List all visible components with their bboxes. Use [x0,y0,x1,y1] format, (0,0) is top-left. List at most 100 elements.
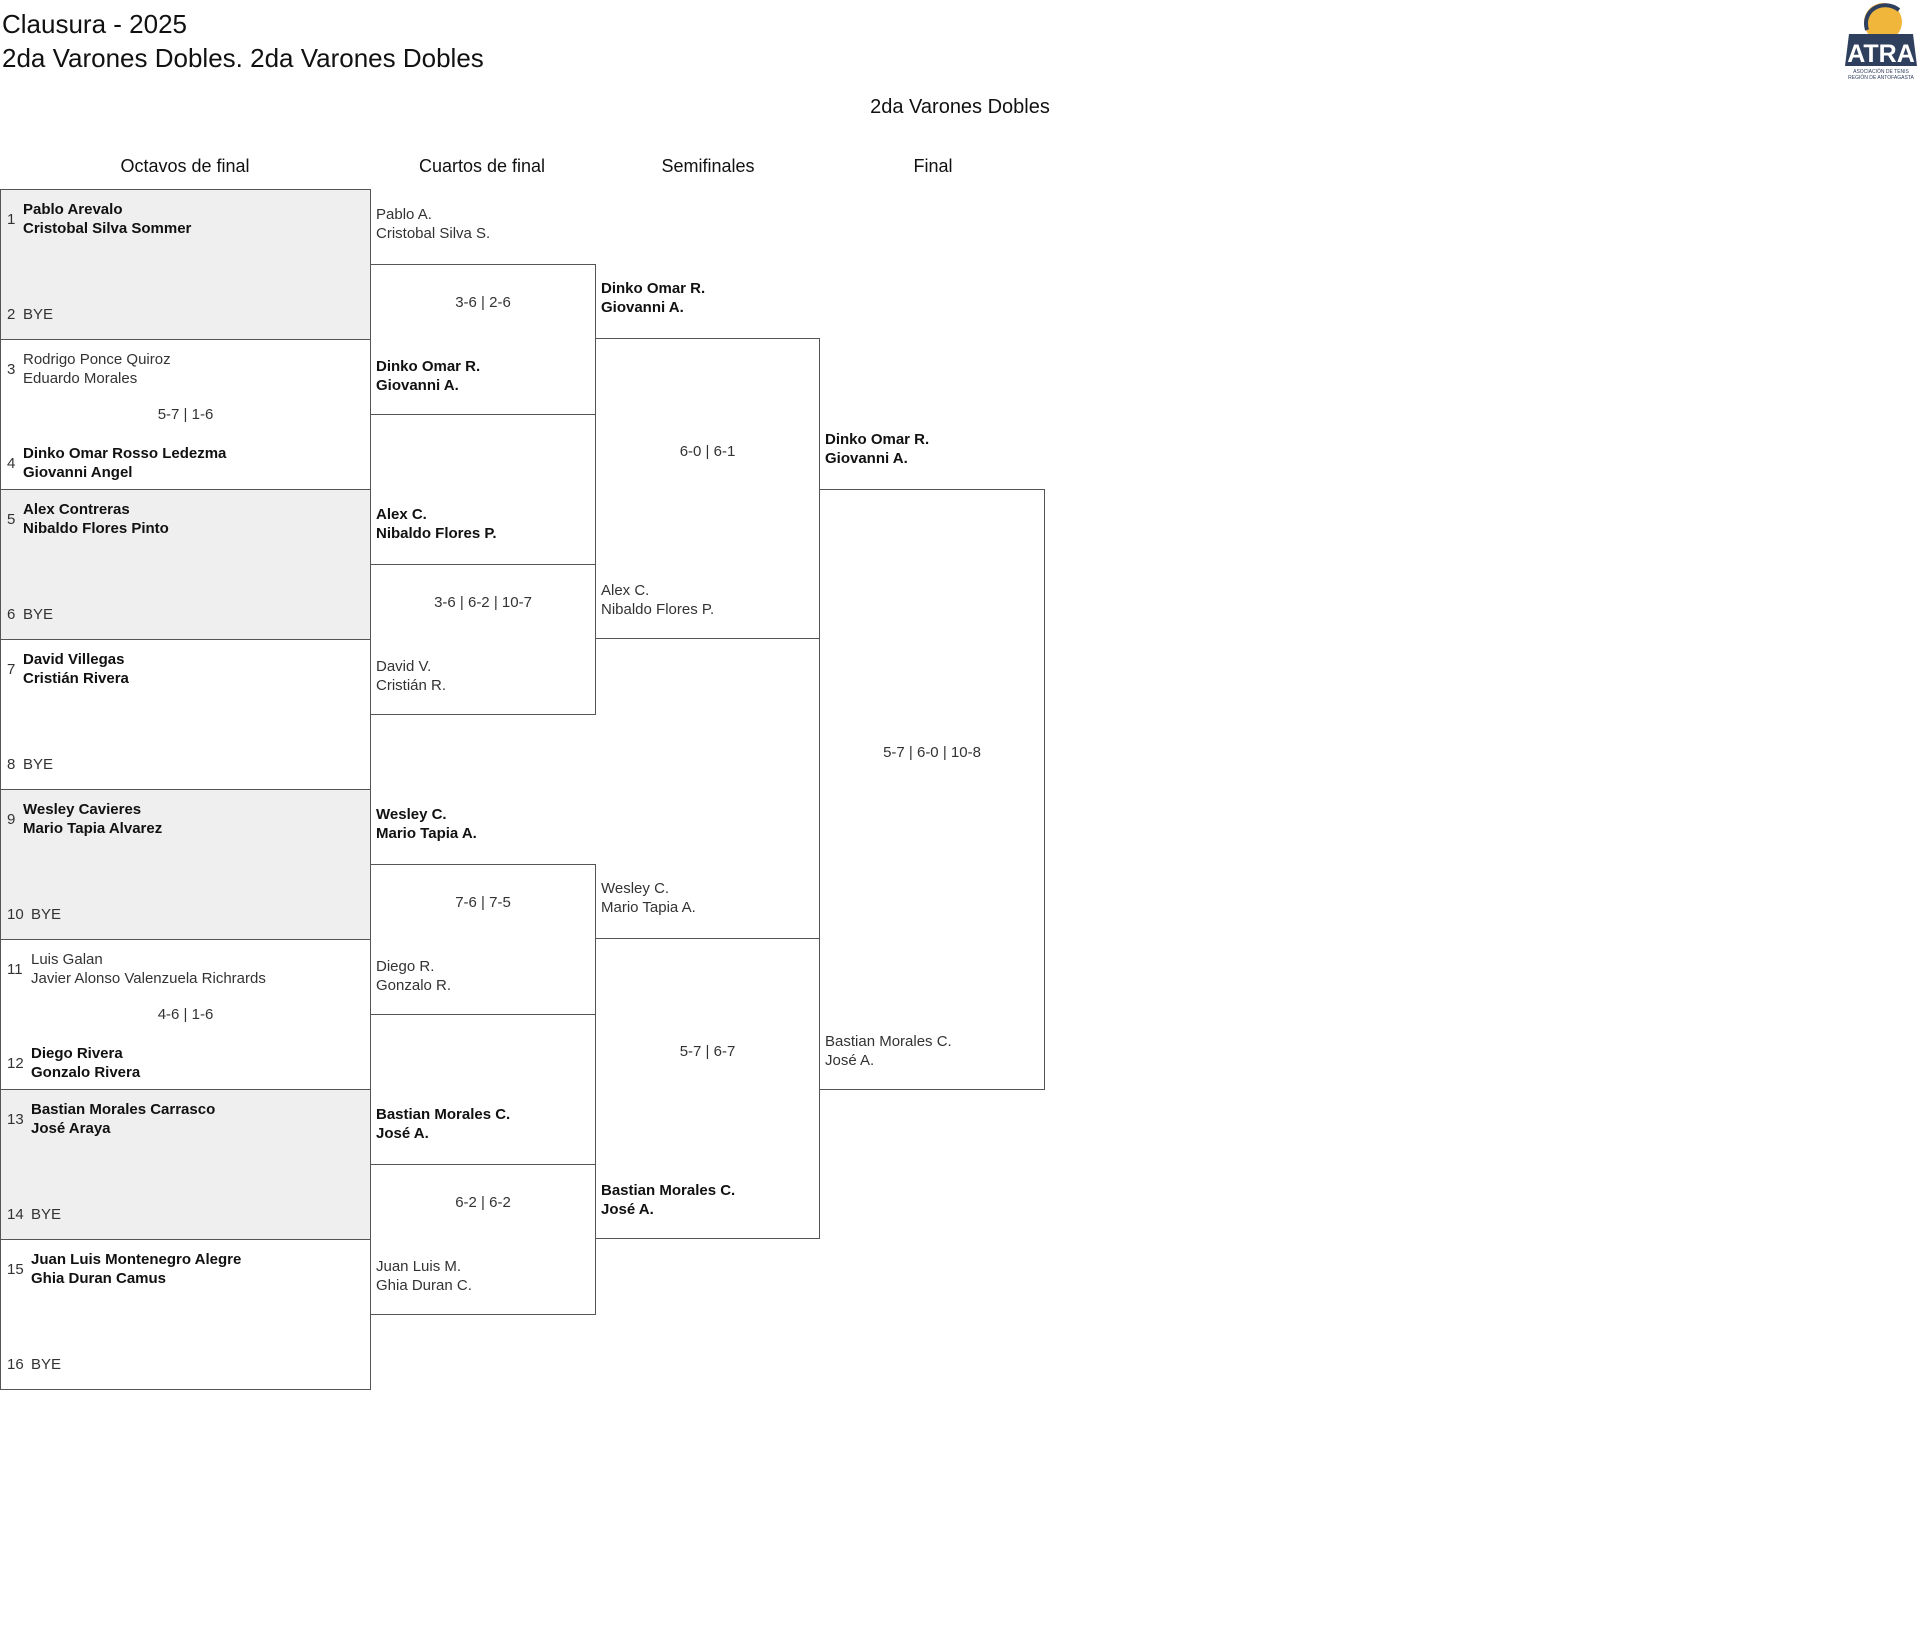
player-name: Diego Rivera [31,1045,123,1062]
player-name: Dinko Omar R. [601,280,706,297]
player-name: Bastian Morales C. [376,1106,511,1123]
team-entry[interactable]: BYE [23,605,53,624]
player-name: José Araya [31,1120,111,1137]
player-name: Giovanni A. [601,299,684,316]
seed-number: 15 [7,1261,24,1278]
team-entry[interactable]: Pablo A. Cristobal Silva S. [376,205,490,243]
player-name: Mario Tapia Alvarez [23,820,163,837]
player-name: Pablo A. [376,206,432,223]
team-entry[interactable]: Bastian Morales C. José A. [376,1105,510,1143]
seed-number: 11 [7,961,23,978]
seed-number: 14 [7,1206,24,1223]
team-entry[interactable]: Bastian Morales C. José A. [601,1181,735,1219]
player-name: Mario Tapia A. [601,899,696,916]
player-name: Diego R. [376,958,435,975]
team-entry[interactable]: BYE [23,755,53,774]
seed-number: 6 [7,606,16,623]
team-entry[interactable]: David V.Cristián R. [376,657,446,695]
match-score: 4-6 | 1-6 [157,1006,214,1023]
team-entry[interactable]: Juan Luis M.Ghia Duran C. [376,1257,472,1295]
tournament-title: Clausura - 2025 [2,9,187,39]
cuartos-match: 6-2 | 6-2 [370,1164,596,1315]
seed-number: 5 [7,511,16,528]
svg-text:REGIÓN DE ANTOFAGASTA: REGIÓN DE ANTOFAGASTA [1848,74,1914,81]
match-score: 6-0 | 6-1 [679,443,736,460]
cuartos-match: 3-6 | 6-2 | 10-7 [370,564,596,715]
player-name: Gonzalo R. [376,977,452,994]
player-name: Alex C. [376,506,427,523]
seed-number: 4 [7,455,16,472]
team-entry[interactable]: Dinko Omar R.Giovanni A. [376,357,480,395]
team-entry[interactable]: BYE [31,905,61,924]
team-entry[interactable]: BYE [31,1355,61,1374]
seed-number: 12 [7,1055,24,1072]
team-entry[interactable]: Dinko Omar R.Giovanni A. [825,430,929,468]
player-name: Mario Tapia A. [376,825,477,842]
player-name: Giovanni Angel [23,464,133,481]
round-header-cuartos: Cuartos de final [418,156,546,176]
team-entry[interactable]: Bastian Morales C. José A. [825,1032,952,1070]
player-name: BYE [31,1356,62,1373]
player-name: Luis Galan [31,951,103,968]
player-name: José A. [825,1052,875,1069]
player-name: BYE [23,756,54,773]
seed-number: 13 [7,1111,24,1128]
player-name: Nibaldo Flores Pinto [23,520,169,537]
player-name: Bastian Morales C. [825,1033,952,1050]
final-match: 5-7 | 6-0 | 10-8 [819,489,1045,1090]
round-header-final: Final [913,156,953,176]
player-name: Dinko Omar R. [825,431,930,448]
atra-logo: ATRA ASOCIACIÓN DE TENIS REGIÓN DE ANTOF… [1845,3,1917,81]
player-name: Wesley C. [601,880,670,897]
player-name: BYE [31,1206,62,1223]
player-name: Bastian Morales Carrasco [31,1101,216,1118]
semis-match: 6-0 | 6-1 [595,338,820,639]
player-name: Giovanni A. [376,377,459,394]
team-entry[interactable]: Wesley C. Mario Tapia A. [601,879,696,917]
seed-number: 2 [7,306,16,323]
match-score: 3-6 | 6-2 | 10-7 [434,594,532,611]
team-entry[interactable]: Dinko Omar R. Giovanni A. [601,279,705,317]
team-entry[interactable]: Alex C.Nibaldo Flores P. [376,505,497,543]
team-entry[interactable]: Diego R. Gonzalo R. [376,957,451,995]
player-name: Javier Alonso Valenzuela Richrards [31,970,266,987]
match-score: 6-2 | 6-2 [455,1194,511,1211]
seed-number: 16 [7,1356,24,1373]
seed-number: 10 [7,906,24,923]
team-entry[interactable]: BYE [31,1205,61,1224]
player-name: José A. [601,1201,654,1218]
player-name: Bastian Morales C. [601,1182,736,1199]
seed-number: 9 [7,811,16,828]
player-name: Alex Contreras [23,501,130,518]
player-name: Wesley C. [376,806,447,823]
svg-text:ASOCIACIÓN DE TENIS: ASOCIACIÓN DE TENIS [1853,68,1909,75]
match-score: 5-7 | 1-6 [157,406,214,423]
seed-number: 7 [7,661,16,678]
round-header-octavos: Octavos de final [120,156,250,176]
player-name: Cristobal Silva S. [376,225,491,242]
player-name: Alex C. [601,582,650,599]
team-entry[interactable]: Wesley C. Mario Tapia A. [376,805,477,843]
team-entry[interactable]: Alex C.Nibaldo Flores P. [601,581,714,619]
player-name: Rodrigo Ponce Quiroz [23,351,171,368]
team-entry[interactable]: BYE [23,305,53,324]
svg-text:ATRA: ATRA [1847,40,1915,68]
seed-number: 8 [7,756,16,773]
player-name: Pablo Arevalo [23,201,123,218]
player-name: José A. [376,1125,429,1142]
